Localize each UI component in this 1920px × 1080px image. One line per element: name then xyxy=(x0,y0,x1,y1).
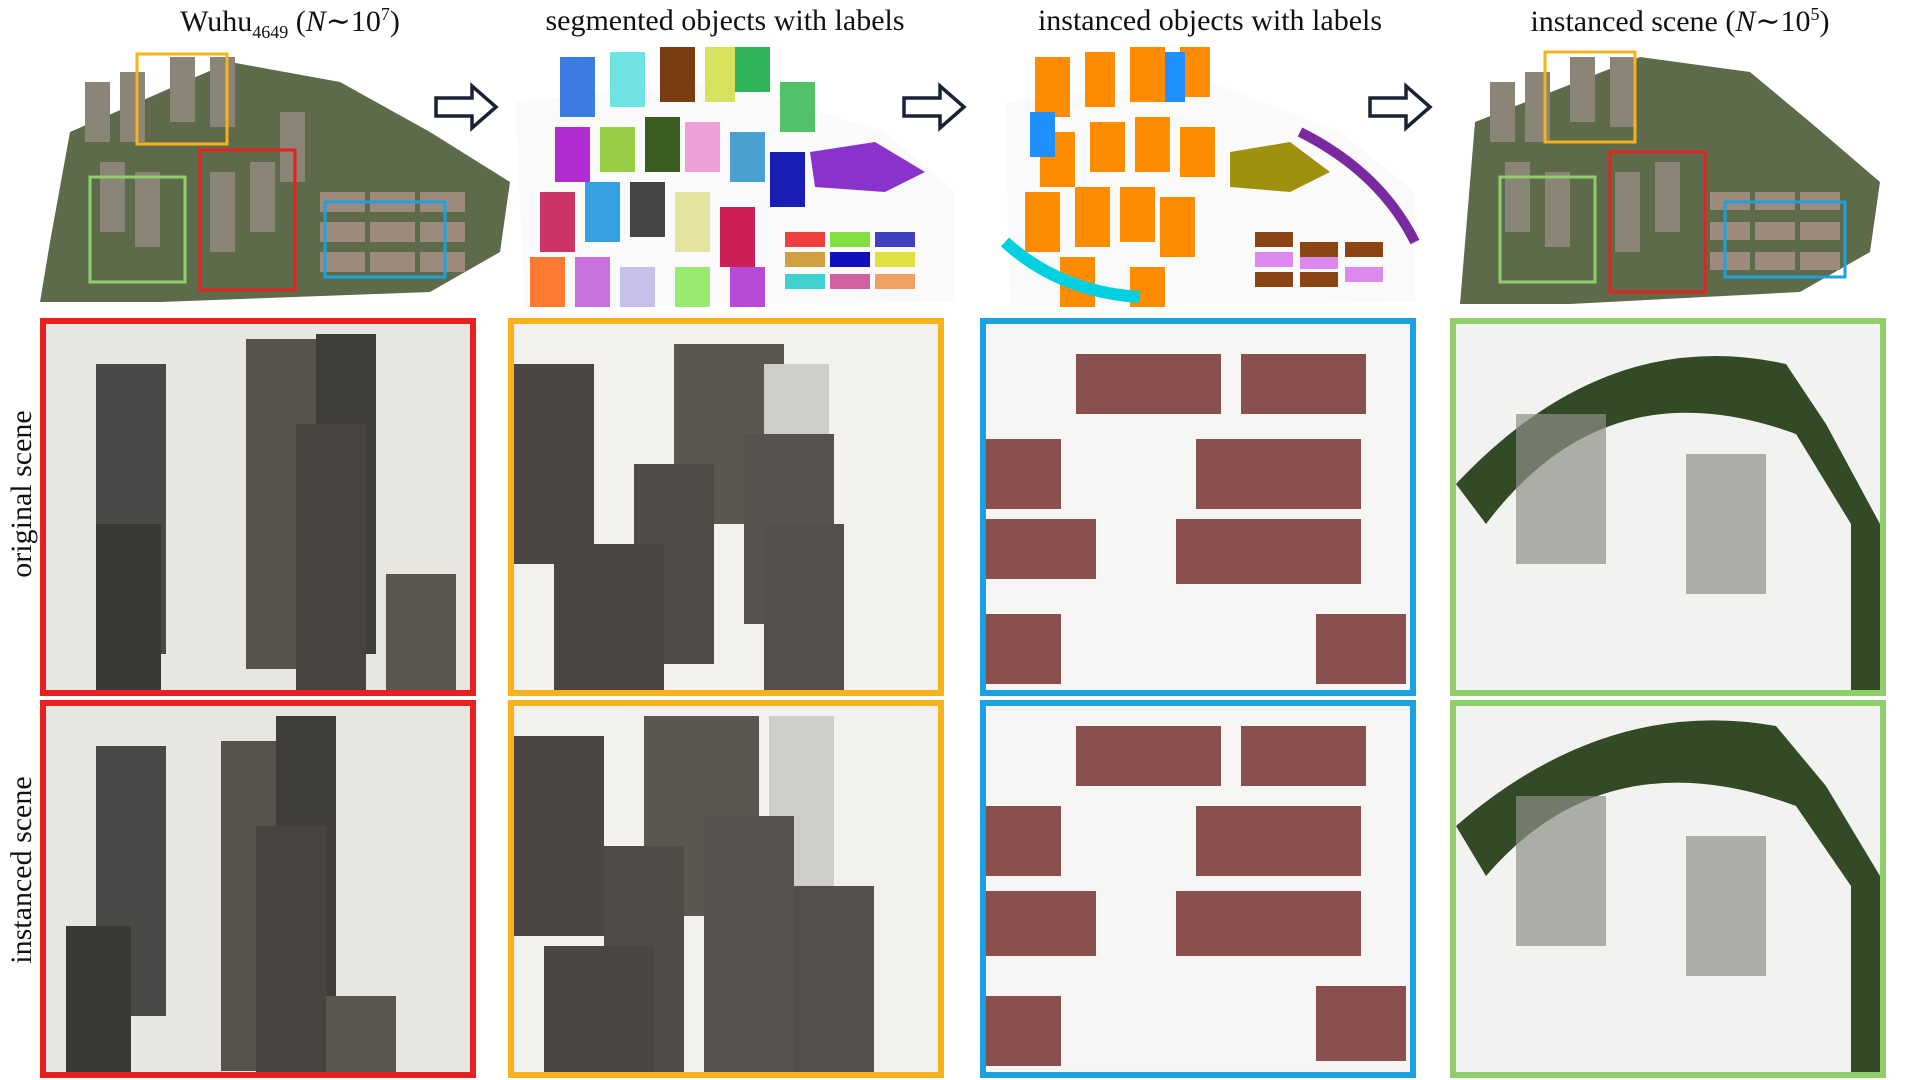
overview-instanced-scene xyxy=(1460,50,1880,304)
panel-blue-original xyxy=(980,318,1416,696)
panel-red-original xyxy=(40,318,476,696)
green-highlight-box xyxy=(88,175,187,284)
panel-yellow-instanced xyxy=(508,700,944,1078)
paren-close: ) xyxy=(389,5,400,38)
panel-blue-instanced xyxy=(980,700,1416,1078)
title-instanced-objects: instanced objects with labels xyxy=(1037,4,1383,37)
yellow-highlight-box xyxy=(135,52,229,146)
blue-highlight-box xyxy=(1723,200,1847,279)
panel-green-original xyxy=(1450,318,1886,696)
title-instanced-scene: instanced scene (N∼105) xyxy=(1490,4,1870,39)
paren-open: ( xyxy=(1725,5,1736,38)
title-name: Wuhu xyxy=(180,5,253,38)
red-highlight-box xyxy=(198,148,297,292)
exponent: 7 xyxy=(380,4,390,24)
var-n: N xyxy=(1735,5,1756,38)
green-highlight-box xyxy=(1498,175,1597,284)
paren-open: ( xyxy=(295,5,306,38)
tilde: ∼10 xyxy=(325,5,381,38)
panel-red-instanced xyxy=(40,700,476,1078)
overview-original-scene xyxy=(40,52,510,302)
blue-highlight-box xyxy=(323,200,447,279)
row-label-instanced-scene: instanced scene xyxy=(5,776,38,964)
tilde: ∼10 xyxy=(1755,5,1811,38)
red-highlight-box xyxy=(1608,150,1707,294)
right-arrow-icon xyxy=(902,82,967,132)
right-arrow-icon xyxy=(434,82,499,132)
panel-yellow-original xyxy=(508,318,944,696)
var-n: N xyxy=(305,5,326,38)
overview-instanced-objects xyxy=(1000,47,1420,307)
title-original-scene: Wuhu4649 (N∼107) xyxy=(140,4,440,43)
title-subscript: 4649 xyxy=(252,22,289,42)
yellow-highlight-box xyxy=(1543,50,1637,144)
paren-close: ) xyxy=(1819,5,1830,38)
right-arrow-icon xyxy=(1368,82,1433,132)
panel-green-instanced xyxy=(1450,700,1886,1078)
overview-segmented-objects xyxy=(515,47,955,307)
row-label-original-scene: original scene xyxy=(5,410,38,578)
exponent: 5 xyxy=(1810,4,1820,24)
title-segmented: segmented objects with labels xyxy=(545,4,905,37)
title-name: instanced scene xyxy=(1530,5,1726,38)
